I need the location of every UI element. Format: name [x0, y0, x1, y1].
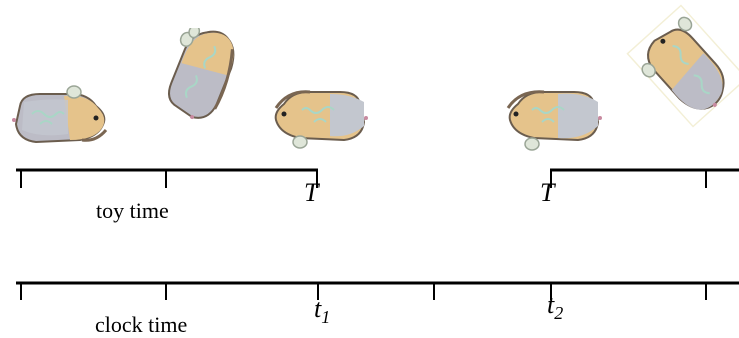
toy-2	[167, 28, 235, 120]
toy-1	[12, 85, 108, 144]
toy-time-T-right: T	[540, 178, 555, 207]
toy-time-T-left: T	[304, 178, 319, 207]
toy-body	[641, 16, 725, 110]
toy-3	[274, 90, 368, 149]
toy-body	[506, 90, 602, 151]
t1-symbol: t	[314, 294, 322, 323]
toy-5	[641, 16, 725, 110]
clock-time-label: clock time	[95, 312, 188, 337]
toy-body	[167, 28, 235, 120]
toy-body	[12, 85, 108, 144]
toy-time-label: toy time	[96, 198, 169, 223]
clock-time-t1: t1	[314, 294, 331, 327]
toy-5-frame	[626, 4, 739, 128]
clock-time-t2: t2	[547, 290, 564, 323]
toy-4	[506, 90, 602, 151]
toy-body	[274, 90, 368, 149]
t2-subscript: 2	[554, 303, 564, 323]
t2-symbol: t	[547, 290, 555, 319]
t1-subscript: 1	[321, 307, 331, 327]
